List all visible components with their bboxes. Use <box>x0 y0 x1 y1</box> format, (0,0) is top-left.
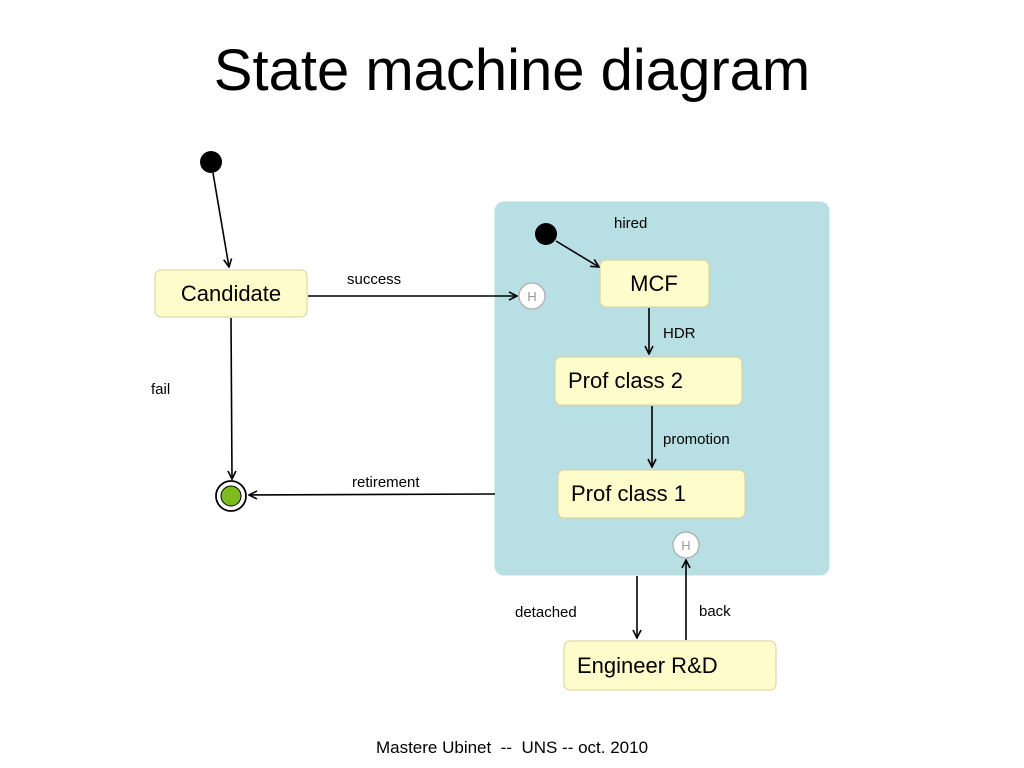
state-label-prof-class-1: Prof class 1 <box>571 481 686 506</box>
transition-fail <box>231 317 232 479</box>
composite-label-hired: hired <box>614 215 647 232</box>
final-state-core <box>220 485 242 507</box>
label-success: success <box>347 271 401 288</box>
state-label-mcf: MCF <box>630 271 678 296</box>
history-state-bottom <box>672 531 700 559</box>
state-engineer-rd[interactable] <box>563 640 777 691</box>
label-detached: detached <box>515 604 577 621</box>
page-title: State machine diagram <box>213 38 811 103</box>
state-prof-class-1[interactable] <box>557 469 746 519</box>
state-label-candidate: Candidate <box>181 281 281 306</box>
history-state-top <box>518 282 546 310</box>
label-promotion: promotion <box>663 431 730 448</box>
state-candidate[interactable] <box>154 269 308 318</box>
transition-initial-to-candidate <box>212 172 229 267</box>
history-label-top: H <box>527 289 536 304</box>
label-hdr: HDR <box>663 325 696 342</box>
history-label-bottom: H <box>681 538 690 553</box>
initial-state-inner <box>535 223 557 245</box>
footer-text: Mastere Ubinet -- UNS -- oct. 2010 <box>375 738 649 757</box>
transition-initial-to-mcf <box>555 240 599 267</box>
initial-state-outer <box>200 151 222 173</box>
state-prof-class-2[interactable] <box>554 356 743 406</box>
state-label-prof-class-2: Prof class 2 <box>568 368 683 393</box>
label-retirement: retirement <box>352 474 420 491</box>
state-label-engineer-rd: Engineer R&D <box>577 653 718 678</box>
label-back: back <box>699 603 731 620</box>
state-mcf[interactable] <box>599 259 710 308</box>
transition-retirement <box>249 494 496 495</box>
label-fail: fail <box>151 381 170 398</box>
